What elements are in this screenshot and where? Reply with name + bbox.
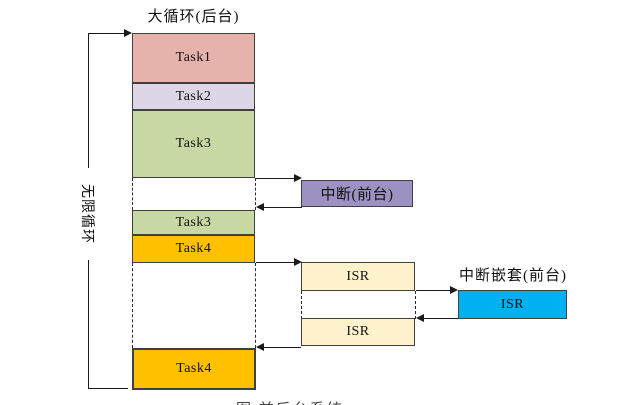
isr-gap-dashed-left xyxy=(301,291,302,319)
isr-label: ISR xyxy=(346,324,370,339)
arrowhead-right-icon xyxy=(124,29,132,37)
infinite-loop-label: 无限循环 xyxy=(76,168,100,260)
stack-gap-isr xyxy=(133,263,254,348)
connector-line xyxy=(416,290,450,291)
interrupt-label: 中断(前台) xyxy=(320,187,394,203)
loop-bracket-bottom-line xyxy=(88,388,128,389)
gap-dashed-right xyxy=(255,263,256,348)
gap-dashed-right xyxy=(255,178,256,210)
isr-gap-dashed-right xyxy=(415,291,416,319)
task-label: Task4 xyxy=(175,241,212,256)
task-label: Task3 xyxy=(175,136,212,151)
arrowhead-right-icon xyxy=(294,258,302,266)
isr-box-top: ISR xyxy=(301,262,415,291)
task-box-task2: Task2 xyxy=(132,83,255,110)
connector-line xyxy=(256,262,294,263)
connector-line xyxy=(264,347,301,348)
arrowhead-left-icon xyxy=(416,314,424,322)
nested-isr-box: ISR xyxy=(458,290,567,319)
isr-box-bottom: ISR xyxy=(301,318,415,346)
task-label: Task2 xyxy=(175,88,212,104)
task-box-task3-resume: Task3 xyxy=(132,210,255,235)
arrowhead-right-icon xyxy=(294,174,302,182)
task-box-task4: Task4 xyxy=(132,235,255,263)
task-box-task1: Task1 xyxy=(132,33,255,83)
background-loop-title: 大循环(后台) xyxy=(147,9,240,25)
stack-gap-interrupt xyxy=(133,178,254,210)
isr-label: ISR xyxy=(346,268,370,284)
gap-dashed-left xyxy=(132,263,133,348)
gap-dashed-left xyxy=(132,178,133,210)
task-label: Task3 xyxy=(175,214,212,230)
connector-line xyxy=(256,178,294,179)
connector-line xyxy=(424,318,458,319)
task-label: Task4 xyxy=(176,361,212,376)
nested-interrupt-title: 中断嵌套(前台) xyxy=(459,268,567,284)
isr-label: ISR xyxy=(500,296,525,312)
caption-clipped: 图 前后台系统 xyxy=(236,398,486,405)
arrowhead-left-icon xyxy=(256,343,264,351)
arrowhead-left-icon xyxy=(256,203,264,211)
interrupt-box: 中断(前台) xyxy=(301,180,413,207)
arrowhead-right-icon xyxy=(450,286,458,294)
task-box-task3: Task3 xyxy=(132,110,255,178)
connector-line xyxy=(264,207,302,208)
task-box-task4-resume: Task4 xyxy=(132,348,256,390)
task-label: Task1 xyxy=(175,50,212,65)
loop-entry-arrow-line xyxy=(88,33,124,34)
